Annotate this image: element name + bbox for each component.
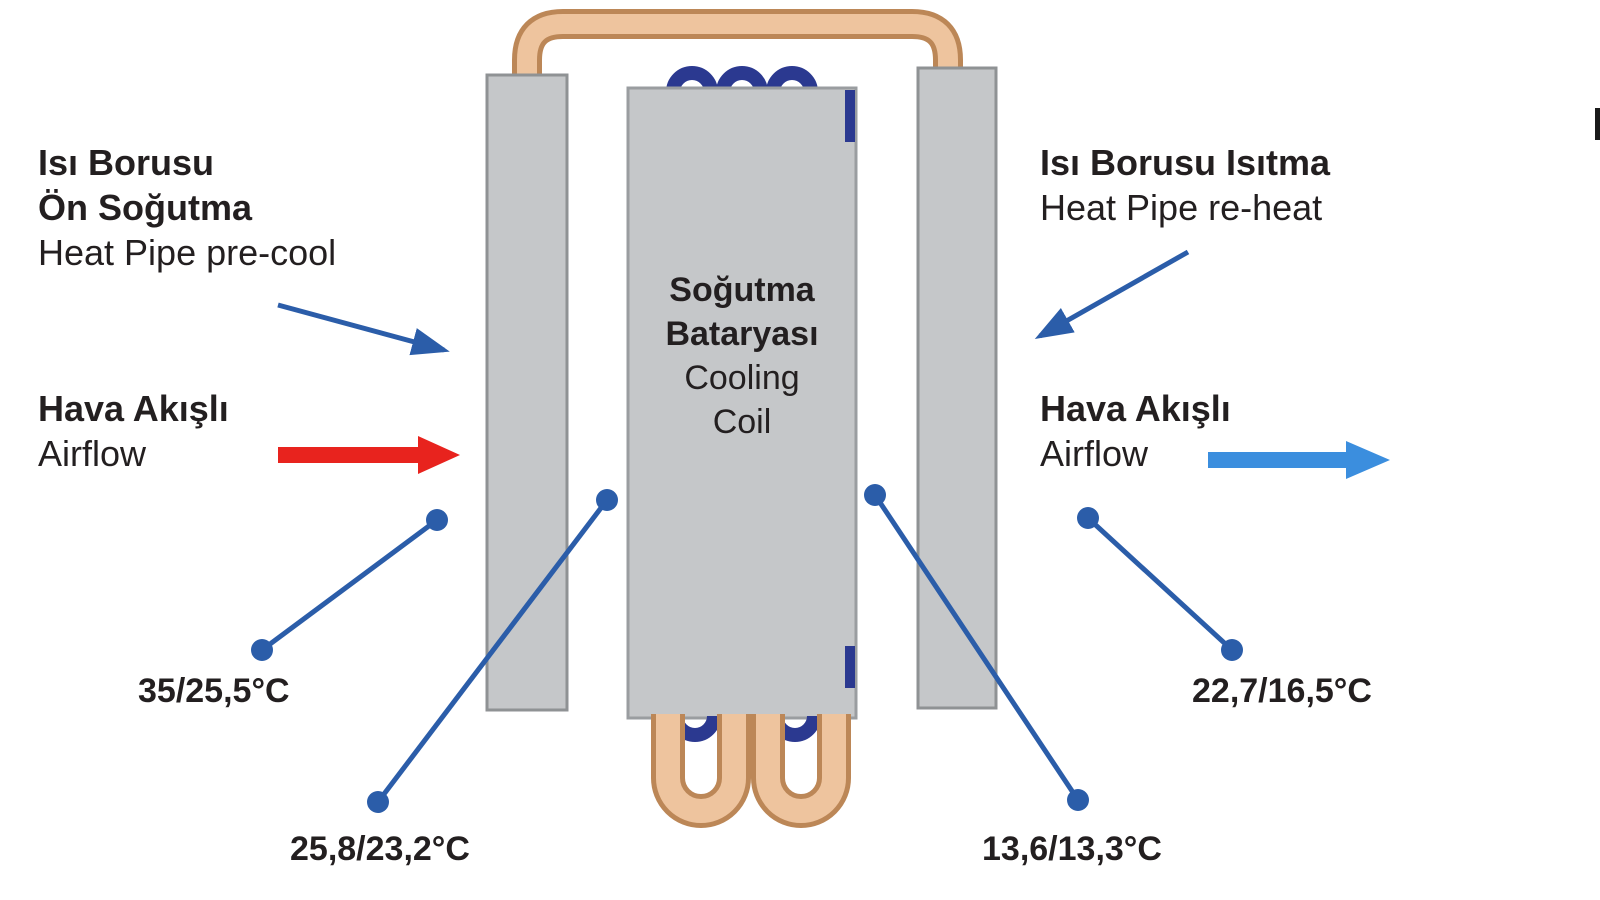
airflow-out-arrow xyxy=(1208,441,1390,479)
coil-top-loops xyxy=(666,66,818,93)
airflow-in-arrow xyxy=(278,436,460,474)
reheat-label: Isı Borusu Isıtma Heat Pipe re-heat xyxy=(1040,140,1330,230)
temp-callout-after-coil xyxy=(864,484,1089,811)
precool-pointer-arrow xyxy=(277,302,450,356)
precool-label: Isı Borusu Ön Soğutma Heat Pipe pre-cool xyxy=(38,140,336,275)
coil-label-line3: Cooling xyxy=(684,359,800,397)
airflow-in-line1: Hava Akışlı xyxy=(38,388,229,429)
temp-callout-inlet xyxy=(251,509,448,661)
coil-bottom-u-bends xyxy=(651,714,851,828)
airflow-out-line1: Hava Akışlı xyxy=(1040,388,1231,429)
coil-label-line2: Bataryası xyxy=(665,315,819,353)
reheat-label-line1: Isı Borusu Isıtma xyxy=(1040,142,1331,183)
temp-outlet: 22,7/16,5°C xyxy=(1192,672,1372,710)
temp-callout-after-precool xyxy=(367,489,618,813)
airflow-out-line2: Airflow xyxy=(1040,433,1149,474)
precool-label-line3: Heat Pipe pre-cool xyxy=(38,232,337,273)
temp-callout-outlet xyxy=(1077,507,1243,661)
reheat-label-line2: Heat Pipe re-heat xyxy=(1040,187,1323,228)
airflow-out-label: Hava Akışlı Airflow xyxy=(1040,386,1231,476)
cooling-coil-label: Soğutma Bataryası Cooling Coil xyxy=(628,268,856,444)
temp-after-coil: 13,6/13,3°C xyxy=(982,830,1162,868)
cooling-coil-body xyxy=(626,86,858,720)
precool-label-line1: Isı Borusu xyxy=(38,142,215,183)
reheat-panel xyxy=(916,66,998,710)
temp-inlet: 35/25,5°C xyxy=(138,672,290,710)
airflow-in-line2: Airflow xyxy=(38,433,147,474)
precool-label-line2: Ön Soğutma xyxy=(38,187,252,228)
coil-label-line1: Soğutma xyxy=(669,271,815,309)
precool-panel xyxy=(485,73,569,712)
temp-after-precool: 25,8/23,2°C xyxy=(290,830,470,868)
coil-label-line4: Coil xyxy=(712,403,772,441)
edge-artifact xyxy=(1595,108,1600,140)
airflow-in-label: Hava Akışlı Airflow xyxy=(38,386,229,476)
reheat-pointer-arrow xyxy=(1034,249,1190,339)
heat-pipe-top-loop xyxy=(512,9,963,92)
